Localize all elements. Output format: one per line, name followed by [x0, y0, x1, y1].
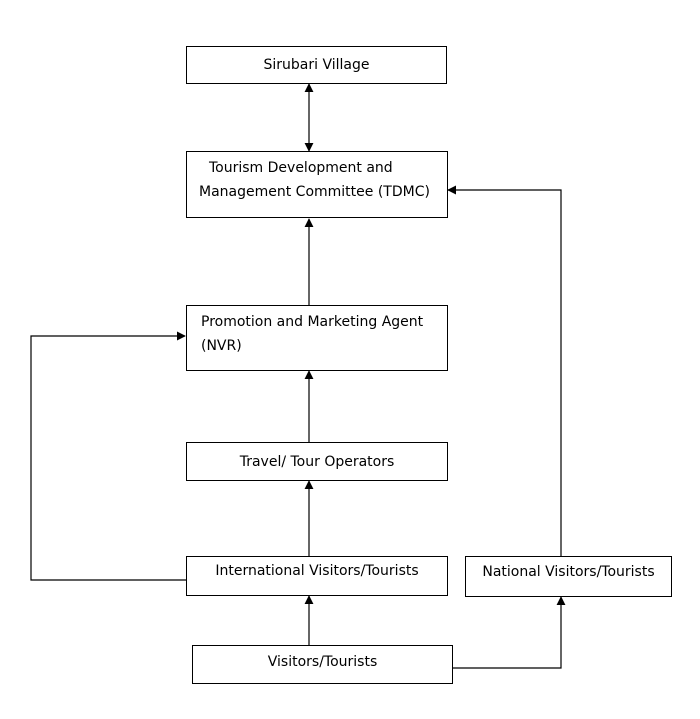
node-national-visitors: National Visitors/Tourists	[465, 556, 672, 597]
node-label-line1: Promotion and Marketing Agent	[201, 314, 424, 330]
node-sirubari-village: Sirubari Village	[186, 46, 447, 84]
node-visitors-tourists: Visitors/Tourists	[192, 645, 453, 684]
edge-national-tdmc	[447, 185, 562, 556]
node-tdmc: Tourism Development and Management Commi…	[186, 151, 448, 218]
edge-international-promotion	[30, 331, 186, 581]
node-promotion-agent: Promotion and Marketing Agent (NVR)	[186, 305, 448, 371]
node-label-line2: Management Committee (TDMC)	[199, 184, 430, 200]
node-label: Visitors/Tourists	[267, 653, 378, 670]
node-international-visitors: International Visitors/Tourists	[186, 556, 448, 596]
node-label: Sirubari Village	[263, 57, 370, 73]
node-label-line2: (NVR)	[201, 338, 242, 354]
node-label: National Visitors/Tourists	[482, 563, 655, 580]
node-label-line1: Tourism Development and	[209, 160, 393, 176]
node-label: Travel/ Tour Operators	[239, 453, 395, 470]
edge-visitors-national	[452, 596, 566, 669]
node-label: International Visitors/Tourists	[215, 563, 419, 579]
node-travel-tour-operators: Travel/ Tour Operators	[186, 442, 448, 481]
